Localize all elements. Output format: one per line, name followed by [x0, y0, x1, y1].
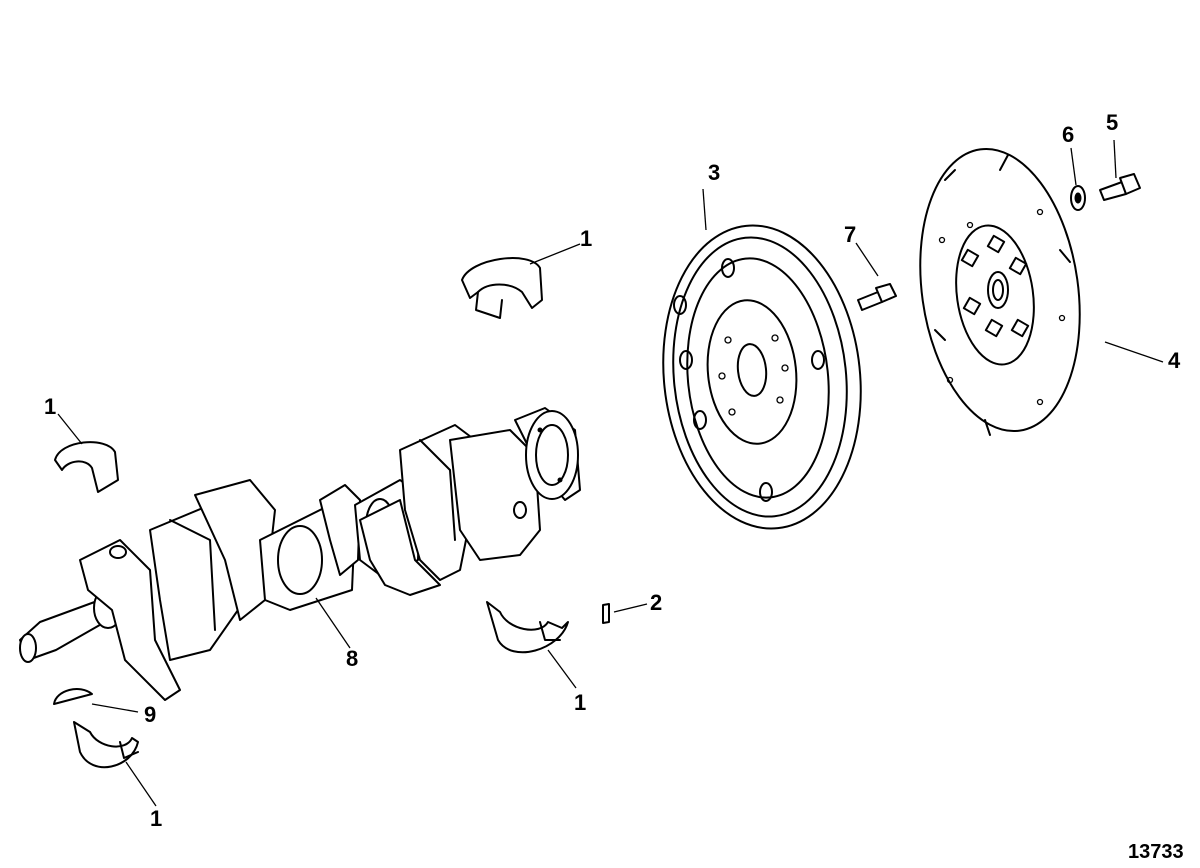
dowel-pin [602, 603, 610, 624]
callout-1-left-upper-bearing: 1 [44, 394, 57, 419]
flywheel [662, 224, 862, 530]
woodruff-key [53, 688, 93, 705]
figure-number: 13733 [1128, 841, 1184, 863]
washer [1070, 185, 1086, 211]
callout-3-flywheel: 3 [708, 160, 721, 185]
callout-1-upper-bearing: 1 [580, 226, 593, 251]
callout-6-washer: 6 [1062, 122, 1075, 147]
bearing-half-lower-center [486, 601, 569, 654]
bearing-half-upper-center [461, 257, 543, 319]
callout-9-woodruff-key: 9 [144, 702, 157, 727]
callout-5-bolt: 5 [1106, 110, 1119, 135]
callout-1-left-lower-bearing: 1 [150, 806, 163, 831]
callout-8-crankshaft: 8 [346, 646, 359, 671]
leader-lines [57, 139, 1164, 807]
flywheel-bolt [857, 283, 897, 311]
callout-1-lower-bearing: 1 [574, 690, 587, 715]
callout-7-bolt: 7 [844, 222, 857, 247]
bearing-half-left-lower [73, 721, 139, 769]
crankshaft [19, 407, 581, 701]
bearing-half-left-upper [54, 441, 119, 493]
callout-4-disc: 4 [1168, 348, 1181, 373]
disc-bolt [1099, 173, 1141, 201]
clutch-disc [919, 147, 1081, 436]
callout-2-dowel-pin: 2 [650, 590, 663, 615]
